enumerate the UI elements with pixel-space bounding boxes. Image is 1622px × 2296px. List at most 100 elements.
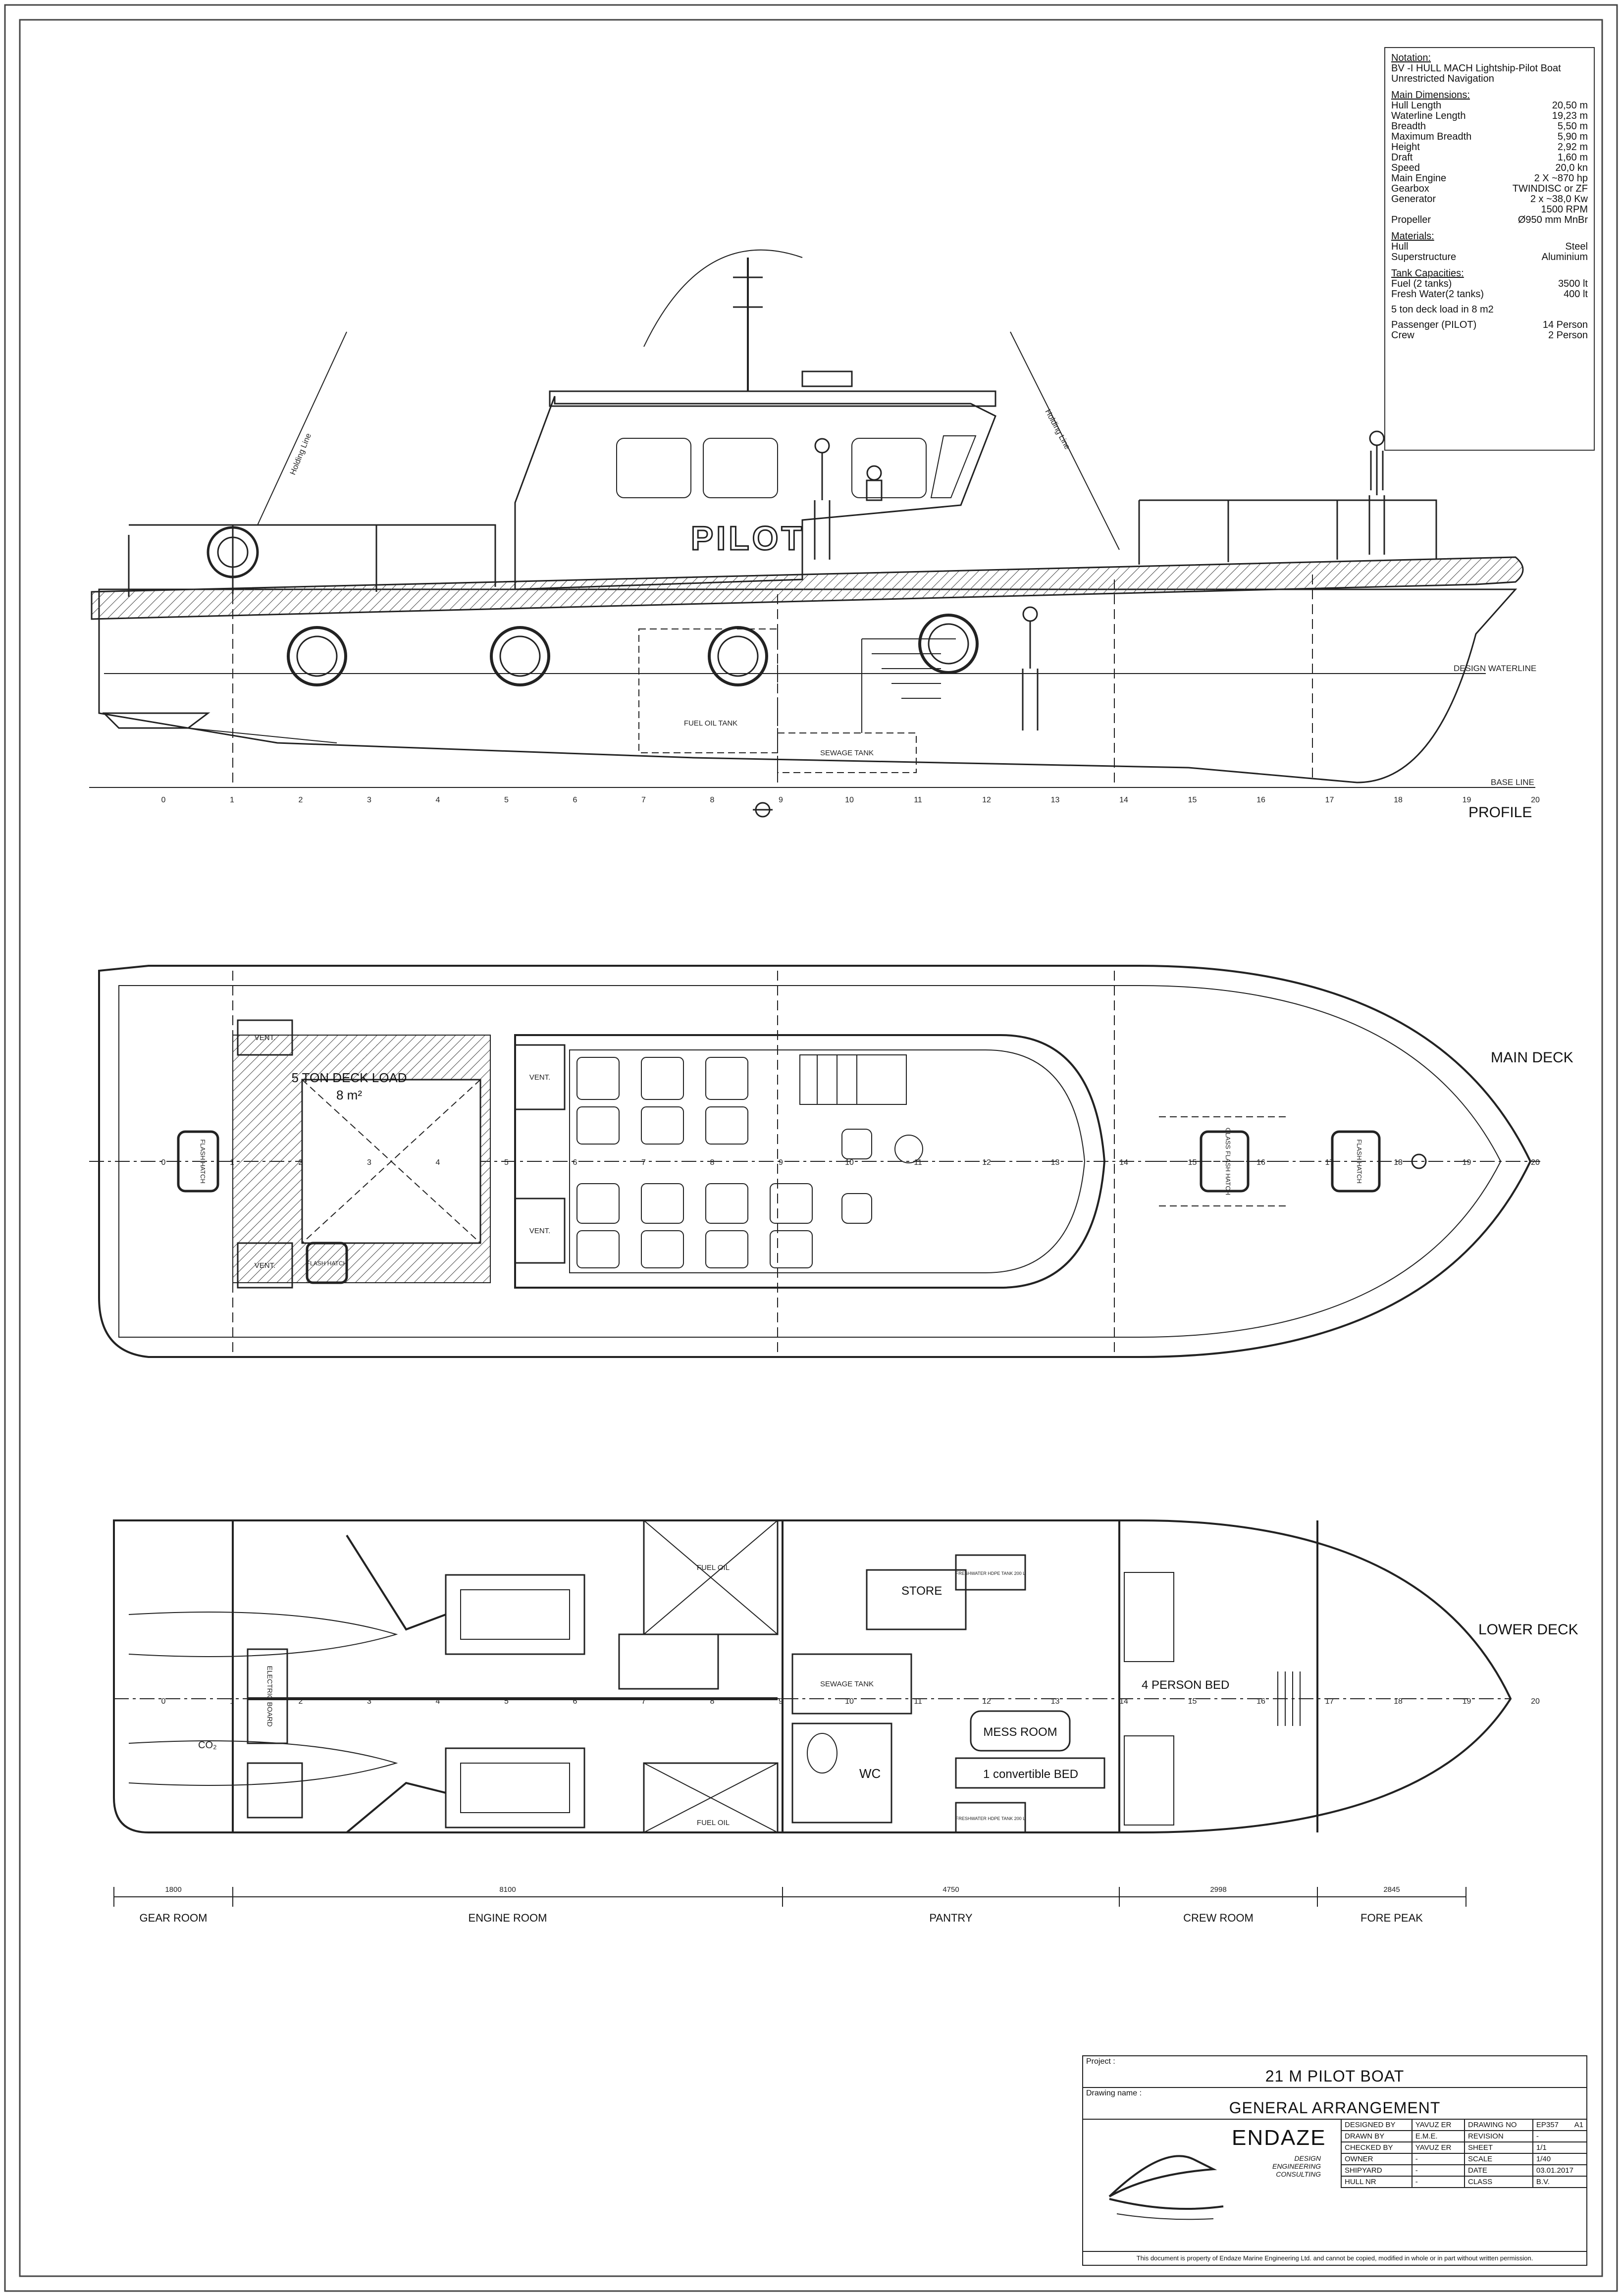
main-deck-frame-number: 8 bbox=[710, 1158, 715, 1167]
deck-load-line1: 5 TON DECK LOAD bbox=[291, 1070, 407, 1085]
sheet-inner-border bbox=[19, 19, 1603, 2277]
lower-deck-frame-number: 10 bbox=[845, 1697, 854, 1706]
person-bed-label: 4 PERSON BED bbox=[1142, 1678, 1229, 1692]
title-block-cell: SHEET bbox=[1464, 2141, 1533, 2154]
dimension-value: 2 X ~870 hp bbox=[1534, 173, 1588, 184]
title-block-cell: DESIGNED BY bbox=[1341, 2119, 1413, 2131]
dimension-label: Breadth bbox=[1391, 121, 1426, 132]
lower-deck-frame-number: 20 bbox=[1531, 1697, 1540, 1706]
room-name: FORE PEAK bbox=[1360, 1912, 1423, 1924]
profile-frame-number: 14 bbox=[1119, 796, 1128, 804]
material-label: Superstructure bbox=[1391, 252, 1457, 262]
room-length: 8100 bbox=[499, 1885, 516, 1894]
dimension-label: Generator bbox=[1391, 194, 1436, 205]
lower-deck-frame-number: 11 bbox=[914, 1697, 922, 1706]
main-deck-frame-number: 1 bbox=[230, 1158, 234, 1167]
mess-room-label: MESS ROOM bbox=[983, 1725, 1057, 1739]
dimension-row: 1500 RPM bbox=[1391, 205, 1588, 215]
profile-frame-number: 17 bbox=[1325, 796, 1334, 804]
lower-deck-frame-number: 7 bbox=[641, 1697, 646, 1706]
main-deck-frame-number: 7 bbox=[641, 1158, 646, 1167]
title-block-cell: OWNER bbox=[1341, 2153, 1413, 2165]
vent-label-mid-bottom: VENT. bbox=[529, 1227, 551, 1235]
drawing-label: Drawing name : bbox=[1086, 2089, 1142, 2097]
profile-frame-number: 9 bbox=[779, 796, 783, 804]
room-name: CREW ROOM bbox=[1183, 1912, 1254, 1924]
main-deck-frame-number: 13 bbox=[1051, 1158, 1060, 1167]
fuel-oil-label-starboard: FUEL OIL bbox=[697, 1819, 730, 1827]
freshwater-tank-label-starboard: FRESHWATER HDPE TANK 200 L bbox=[956, 1816, 1025, 1821]
dimension-value: 2,92 m bbox=[1557, 142, 1588, 153]
room-name: ENGINE ROOM bbox=[469, 1912, 547, 1924]
profile-frame-number: 1 bbox=[230, 796, 234, 804]
deck-hatch-band bbox=[91, 556, 1524, 620]
dimension-value: 5,90 m bbox=[1557, 131, 1588, 142]
holding-line-label-fore: Holding Line bbox=[1043, 408, 1071, 451]
profile-frame-number: 20 bbox=[1531, 796, 1540, 804]
title-block-cell: - bbox=[1411, 2164, 1465, 2177]
convertible-bed bbox=[955, 1757, 1105, 1789]
title-block-cell: - bbox=[1411, 2176, 1465, 2188]
crew-bed-starboard bbox=[1124, 1735, 1174, 1826]
profile-frame-number: 18 bbox=[1394, 796, 1403, 804]
main-deck-frame-number: 18 bbox=[1394, 1158, 1403, 1167]
main-engines bbox=[346, 1534, 585, 1833]
tank-value: 400 lt bbox=[1564, 289, 1588, 300]
dimension-label: Main Engine bbox=[1391, 173, 1447, 184]
room-name: PANTRY bbox=[929, 1912, 973, 1924]
vent-label-mid-top: VENT. bbox=[529, 1073, 551, 1082]
profile-frame-number: 16 bbox=[1256, 796, 1265, 804]
dimension-label: Draft bbox=[1391, 152, 1413, 163]
specification-panel: Notation: BV -I HULL MACH Lightship-Pilo… bbox=[1384, 47, 1595, 451]
title-block-cell: 1/1 bbox=[1532, 2141, 1588, 2154]
fuel-oil-tank-outline bbox=[638, 628, 778, 753]
company-sub-2: ENGINEERING bbox=[1272, 2162, 1321, 2170]
life-ring bbox=[207, 526, 259, 578]
room-length: 2845 bbox=[1383, 1885, 1400, 1894]
sewage-tank-lower-label: SEWAGE TANK bbox=[820, 1680, 874, 1688]
dimension-label: Height bbox=[1391, 142, 1420, 153]
profile-fuel-tank-label: FUEL OIL TANK bbox=[684, 719, 737, 728]
lower-deck-frame-number: 9 bbox=[779, 1697, 783, 1706]
title-block-cell: - bbox=[1532, 2130, 1588, 2142]
room-length: 1800 bbox=[165, 1885, 181, 1894]
vent-aft-top bbox=[237, 1019, 293, 1056]
store-label: STORE bbox=[901, 1584, 942, 1598]
base-line-label: BASE LINE bbox=[1491, 778, 1534, 787]
capacity-label: Passenger (PILOT) bbox=[1391, 319, 1477, 330]
title-block-cell: CHECKED BY bbox=[1341, 2141, 1413, 2154]
lower-deck-frame-number: 18 bbox=[1394, 1697, 1403, 1706]
mess-room bbox=[970, 1710, 1071, 1752]
dimension-value: 5,50 m bbox=[1557, 121, 1588, 132]
wc-label: WC bbox=[859, 1766, 881, 1781]
tank-label: Fresh Water(2 tanks) bbox=[1391, 289, 1484, 300]
drawing-name: GENERAL ARRANGEMENT bbox=[1229, 2099, 1441, 2117]
profile-frame-number: 15 bbox=[1188, 796, 1197, 804]
dimension-value: 20,50 m bbox=[1552, 100, 1588, 111]
lower-deck-frame-number: 3 bbox=[367, 1697, 371, 1706]
capacity-label: Crew bbox=[1391, 330, 1414, 341]
dimension-row: Main Engine 2 X ~870 hp bbox=[1391, 173, 1588, 184]
fore-railing bbox=[1138, 499, 1437, 565]
capacity-value: 2 Person bbox=[1548, 330, 1588, 341]
lower-deck-frame-number: 15 bbox=[1188, 1697, 1197, 1706]
profile-frame-number: 6 bbox=[573, 796, 577, 804]
holding-line-label-aft: Holding Line bbox=[289, 432, 313, 476]
electric-board bbox=[247, 1648, 288, 1744]
crew-figures bbox=[814, 430, 1385, 731]
main-deck-frame-number: 12 bbox=[982, 1158, 991, 1167]
notation-class-line2: Unrestricted Navigation bbox=[1391, 73, 1494, 84]
drawing-row: Drawing name : GENERAL ARRANGEMENT bbox=[1083, 2088, 1586, 2120]
main-dimensions-heading: Main Dimensions: bbox=[1391, 90, 1470, 101]
profile-frame-number: 12 bbox=[982, 796, 991, 804]
main-deck-title: MAIN DECK bbox=[1491, 1049, 1573, 1066]
title-block-cell: DRAWING NO bbox=[1464, 2119, 1533, 2131]
